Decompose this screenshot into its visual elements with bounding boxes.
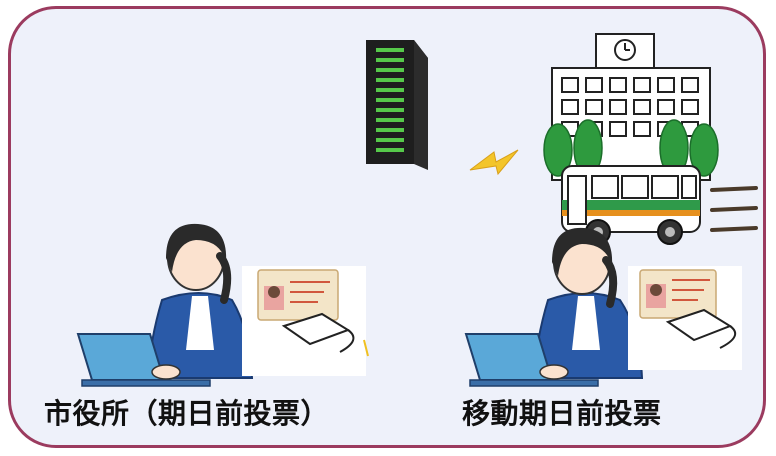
woman-with-laptop-icon bbox=[76, 223, 254, 387]
bus-icon bbox=[561, 165, 758, 245]
city-hall-early-voting-label: 市役所（期日前投票） bbox=[44, 397, 330, 430]
id-card-and-card-reader-icon bbox=[242, 266, 369, 376]
city-hall-building-icon bbox=[543, 33, 719, 181]
server-rack-icon bbox=[366, 40, 428, 170]
lightning-signal-icon bbox=[469, 149, 519, 176]
mobile-early-voting-label: 移動期日前投票 bbox=[462, 397, 662, 430]
woman-with-laptop-icon bbox=[464, 227, 644, 387]
id-card-and-card-reader-icon bbox=[628, 266, 742, 370]
